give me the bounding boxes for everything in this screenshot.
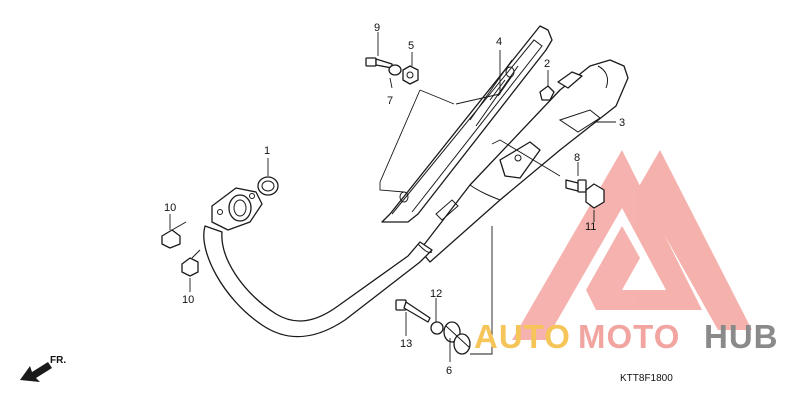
callout-9: 9 (374, 22, 380, 34)
flange-nut-upper (161, 221, 187, 249)
diagram-code: KTT8F1800 (620, 373, 673, 384)
shield-clip (539, 85, 555, 101)
muffler (419, 59, 629, 263)
front-label: FR. (50, 355, 66, 366)
watermark-logo (512, 150, 752, 340)
callout-10-upper: 10 (164, 202, 176, 214)
callout-8: 8 (574, 152, 580, 164)
callout-numbers: 1 2 3 4 5 6 7 8 9 10 10 11 12 13 (164, 22, 625, 377)
callout-5: 5 (408, 40, 414, 52)
shield-nut (402, 65, 419, 85)
exhaust-flange (211, 187, 263, 231)
exhaust-pipe (203, 225, 433, 338)
exhaust-gasket (257, 176, 279, 196)
callout-2: 2 (544, 58, 550, 70)
callout-3: 3 (619, 117, 625, 129)
muffler-bolt (565, 179, 587, 193)
callout-10-lower: 10 (182, 294, 194, 306)
front-direction-indicator: FR. (20, 355, 66, 382)
callout-4: 4 (496, 36, 502, 48)
muffler-nut (585, 183, 605, 209)
callout-6: 6 (446, 365, 452, 377)
leader-lines (169, 32, 616, 362)
callout-7: 7 (387, 95, 393, 107)
watermark-hub: HUB (704, 318, 779, 355)
callout-11: 11 (585, 221, 596, 233)
callout-13: 13 (400, 338, 412, 350)
mount-collar (430, 321, 444, 335)
watermark-moto: MOTO (578, 318, 680, 355)
watermark-auto: AUTO (474, 318, 571, 355)
watermark-text: AUTO MOTO HUB (474, 318, 779, 355)
heat-shield (381, 25, 553, 223)
flange-nut-lower (181, 249, 201, 277)
callout-1: 1 (264, 145, 270, 157)
mount-bolt (395, 299, 431, 323)
shield-bolt (365, 57, 393, 69)
callout-12: 12 (430, 288, 442, 300)
watermark-triangle-left (512, 150, 702, 340)
watermark-triangle-right (638, 150, 752, 330)
mount-rubber (443, 321, 471, 355)
shield-washer (388, 64, 402, 76)
front-arrow-icon (20, 362, 52, 382)
